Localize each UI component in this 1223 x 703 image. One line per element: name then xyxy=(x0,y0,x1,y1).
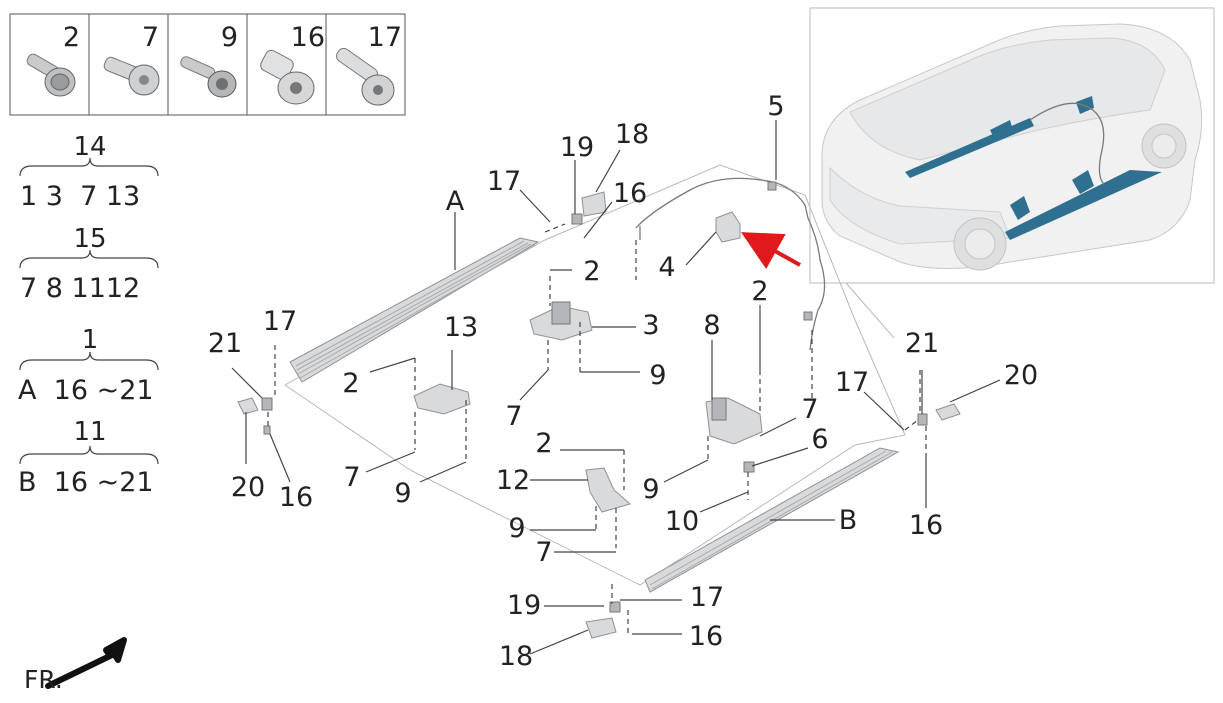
locator-right-board xyxy=(1005,170,1162,240)
leader-lines xyxy=(231,120,1001,655)
kit-11-items: B 16 ~21 xyxy=(18,467,154,498)
callouts: 21 17 20 16 17 19 18 16 2 3 9 7 2 13 7 9… xyxy=(208,91,1038,672)
bracket-19-bottom xyxy=(609,601,621,613)
callout-17-bottom: 17 xyxy=(690,582,724,613)
callout-8: 8 xyxy=(703,310,720,341)
callout-18-top: 18 xyxy=(615,119,649,150)
callout-7-actuator: 7 xyxy=(505,401,522,432)
kit-groups: 14 1 3 7 13 15 7 8 1112 1 A 16 ~21 11 B … xyxy=(18,132,159,498)
end-cap-20-right xyxy=(935,403,961,421)
callout-17-right: 17 xyxy=(835,367,869,398)
kit-15-title: 15 xyxy=(73,224,106,254)
kit-15-items: 7 8 1112 xyxy=(20,273,140,304)
callout-17-top: 17 xyxy=(487,166,521,197)
callout-2-bracket13: 2 xyxy=(342,368,359,399)
callout-2-bracket8: 2 xyxy=(751,276,768,307)
legend-label-bolt-9: 9 xyxy=(221,22,238,53)
callout-20-right: 20 xyxy=(1004,360,1038,391)
fastener-legend: 2 7 9 16 17 xyxy=(9,13,406,116)
callout-6: 6 xyxy=(811,424,828,455)
callout-7-bracket13: 7 xyxy=(343,462,360,493)
bracket-19-top xyxy=(571,213,583,225)
callout-13: 13 xyxy=(444,312,478,343)
callout-9-bracket13: 9 xyxy=(394,478,411,509)
callout-7-bracket8: 7 xyxy=(801,394,818,425)
callout-4: 4 xyxy=(658,252,675,283)
screw-16-left xyxy=(263,425,271,435)
highlight-arrow xyxy=(741,232,801,270)
bracket-12 xyxy=(585,467,632,513)
motor-4 xyxy=(715,211,741,243)
callout-B: B xyxy=(839,505,858,536)
kit-11-title: 11 xyxy=(73,417,106,447)
callout-12: 12 xyxy=(496,465,530,496)
callout-16-top: 16 xyxy=(613,178,647,209)
callout-21-right: 21 xyxy=(905,328,939,359)
legend-label-bolt-7: 7 xyxy=(142,22,159,53)
end-cap-18-bottom xyxy=(585,617,617,639)
callout-A: A xyxy=(446,186,465,217)
callout-2-actuator: 2 xyxy=(583,256,600,287)
callout-16-bottom: 16 xyxy=(689,621,723,652)
callout-10: 10 xyxy=(665,506,699,537)
callout-16-left: 16 xyxy=(279,482,313,513)
alignment-lines xyxy=(267,223,927,634)
harness-5 xyxy=(635,177,826,351)
legend-label-bolt-2: 2 xyxy=(63,22,80,53)
pan-head-bolt-icon xyxy=(103,56,160,96)
forward-direction-indicator: FR. xyxy=(24,637,127,694)
legend-label-bolt-17: 17 xyxy=(368,22,402,53)
legend-label-bolt-16: 16 xyxy=(291,22,325,53)
kit-1-title: 1 xyxy=(82,325,99,355)
kit-14-title: 14 xyxy=(73,132,106,162)
bracket-8 xyxy=(705,397,763,445)
actuator-3 xyxy=(529,301,593,341)
clip-6 xyxy=(743,461,755,473)
callout-5: 5 xyxy=(767,91,784,122)
end-cap-20-left xyxy=(237,397,259,415)
bracket-21-left xyxy=(261,397,273,411)
kit-14-items: 1 3 7 13 xyxy=(20,181,140,212)
forward-label: FR. xyxy=(24,665,63,694)
running-board-a xyxy=(289,237,540,383)
washer-bolt-icon xyxy=(180,56,237,98)
forward-arrow-icon xyxy=(45,637,127,689)
vehicle-locator-image xyxy=(809,7,1215,284)
callout-9-actuator: 9 xyxy=(649,360,666,391)
callout-21-left: 21 xyxy=(208,328,242,359)
callout-16-right: 16 xyxy=(909,510,943,541)
callout-3: 3 xyxy=(642,310,659,341)
callout-9-bracket8: 9 xyxy=(642,474,659,505)
callout-7-bracket12: 7 xyxy=(535,537,552,568)
flange-bolt-icon xyxy=(26,53,76,97)
end-cap-18-top xyxy=(581,191,607,217)
kit-1-items: A 16 ~21 xyxy=(18,375,154,406)
callout-9-bracket12: 9 xyxy=(508,513,525,544)
bracket-21-right xyxy=(917,413,928,426)
callout-18-bottom: 18 xyxy=(499,641,533,672)
callout-2-bracket12: 2 xyxy=(535,428,552,459)
bracket-13 xyxy=(413,383,471,415)
long-cap-screw-icon xyxy=(336,47,395,106)
callout-19-top: 19 xyxy=(560,132,594,163)
callout-20-left: 20 xyxy=(231,472,265,503)
callout-19-bottom: 19 xyxy=(507,590,541,621)
socket-cap-screw-icon xyxy=(260,49,315,105)
callout-17-left: 17 xyxy=(263,306,297,337)
